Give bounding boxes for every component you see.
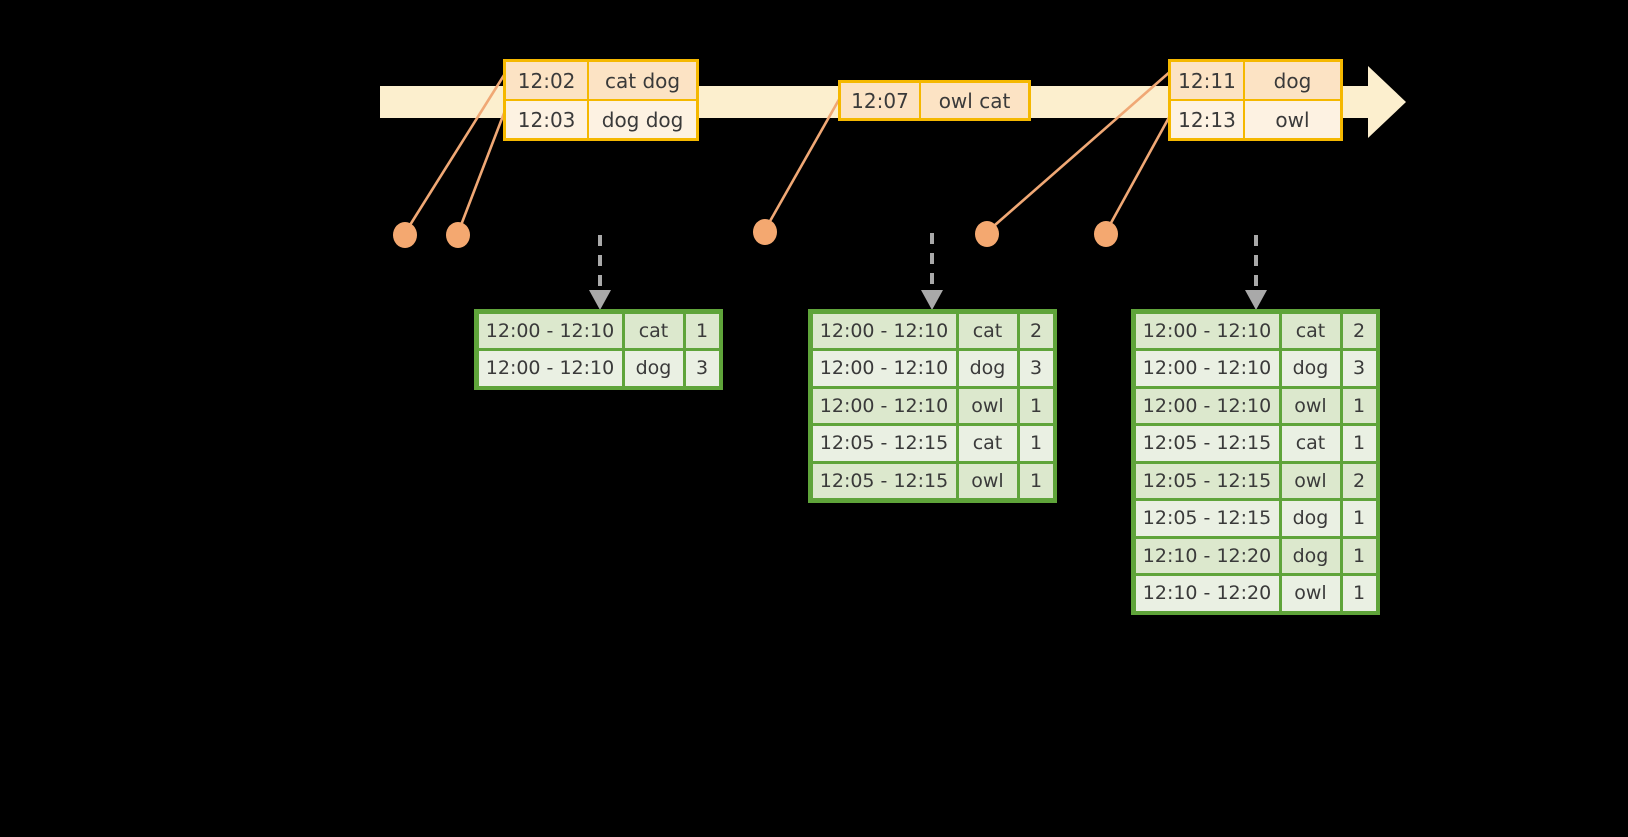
window-cell: 12:00 - 12:10 xyxy=(812,313,956,348)
window-cell: 12:00 - 12:10 xyxy=(478,313,622,348)
count-cell: 3 xyxy=(685,351,719,386)
key-cell: cat xyxy=(1281,426,1340,461)
count-cell: 1 xyxy=(1019,426,1053,461)
event-words: owl cat xyxy=(921,83,1028,118)
count-cell: 1 xyxy=(1019,388,1053,423)
emit-arrow-3 xyxy=(1245,235,1267,310)
emit-arrow-1 xyxy=(589,235,611,310)
event-row[interactable]: 12:03 dog dog xyxy=(506,99,696,138)
event-words: dog dog xyxy=(589,101,696,138)
event-row[interactable]: 12:11 dog xyxy=(1171,62,1340,99)
key-cell: owl xyxy=(958,388,1017,423)
event-dot xyxy=(1094,221,1118,247)
event-time: 12:11 xyxy=(1171,62,1245,99)
count-cell: 1 xyxy=(1342,426,1376,461)
key-cell: dog xyxy=(1281,501,1340,536)
key-cell: owl xyxy=(1281,388,1340,423)
event-dot xyxy=(446,222,470,248)
window-cell: 12:05 - 12:15 xyxy=(1135,463,1279,498)
count-cell: 1 xyxy=(1342,538,1376,573)
key-cell: owl xyxy=(1281,463,1340,498)
key-cell: cat xyxy=(958,426,1017,461)
event-words: dog xyxy=(1245,62,1340,99)
window-cell: 12:05 - 12:15 xyxy=(812,463,956,498)
count-cell: 2 xyxy=(1342,313,1376,348)
window-cell: 12:00 - 12:10 xyxy=(1135,388,1279,423)
emit-arrow-group xyxy=(589,233,1267,310)
count-cell: 3 xyxy=(1019,351,1053,386)
event-row[interactable]: 12:07 owl cat xyxy=(841,83,1028,118)
count-cell: 1 xyxy=(1342,388,1376,423)
window-cell: 12:05 - 12:15 xyxy=(1135,426,1279,461)
window-cell: 12:00 - 12:10 xyxy=(1135,313,1279,348)
count-cell: 2 xyxy=(1019,313,1053,348)
emit-arrow-2 xyxy=(921,233,943,310)
window-cell: 12:10 - 12:20 xyxy=(1135,576,1279,611)
event-dot xyxy=(753,219,777,245)
window-cell: 12:00 - 12:10 xyxy=(478,351,622,386)
event-time: 12:03 xyxy=(506,101,590,138)
key-cell: cat xyxy=(958,313,1017,348)
key-cell: dog xyxy=(624,351,683,386)
window-cell: 12:05 - 12:15 xyxy=(812,426,956,461)
count-cell: 1 xyxy=(1342,501,1376,536)
event-dot-group xyxy=(393,219,1118,248)
count-cell: 1 xyxy=(1342,576,1376,611)
event-time: 12:13 xyxy=(1171,101,1245,138)
event-row[interactable]: 12:13 owl xyxy=(1171,99,1340,138)
key-cell: cat xyxy=(624,313,683,348)
event-box-group-1[interactable]: 12:02 cat dog 12:03 dog dog xyxy=(503,59,699,141)
event-row[interactable]: 12:02 cat dog xyxy=(506,62,696,99)
count-cell: 1 xyxy=(1019,463,1053,498)
event-time: 12:02 xyxy=(506,62,590,99)
event-dot xyxy=(975,221,999,247)
event-dot xyxy=(393,222,417,248)
key-cell: dog xyxy=(1281,351,1340,386)
count-cell: 2 xyxy=(1342,463,1376,498)
window-cell: 12:05 - 12:15 xyxy=(1135,501,1279,536)
event-time: 12:07 xyxy=(841,83,921,118)
window-cell: 12:00 - 12:10 xyxy=(812,351,956,386)
count-cell: 1 xyxy=(685,313,719,348)
event-words: owl xyxy=(1245,101,1340,138)
event-box-group-3[interactable]: 12:11 dog 12:13 owl xyxy=(1168,59,1343,141)
event-words: cat dog xyxy=(589,62,696,99)
window-cell: 12:00 - 12:10 xyxy=(812,388,956,423)
event-box-group-2[interactable]: 12:07 owl cat xyxy=(838,80,1031,121)
key-cell: owl xyxy=(1281,576,1340,611)
key-cell: dog xyxy=(1281,538,1340,573)
key-cell: cat xyxy=(1281,313,1340,348)
count-cell: 3 xyxy=(1342,351,1376,386)
window-cell: 12:10 - 12:20 xyxy=(1135,538,1279,573)
key-cell: owl xyxy=(958,463,1017,498)
key-cell: dog xyxy=(958,351,1017,386)
window-cell: 12:00 - 12:10 xyxy=(1135,351,1279,386)
